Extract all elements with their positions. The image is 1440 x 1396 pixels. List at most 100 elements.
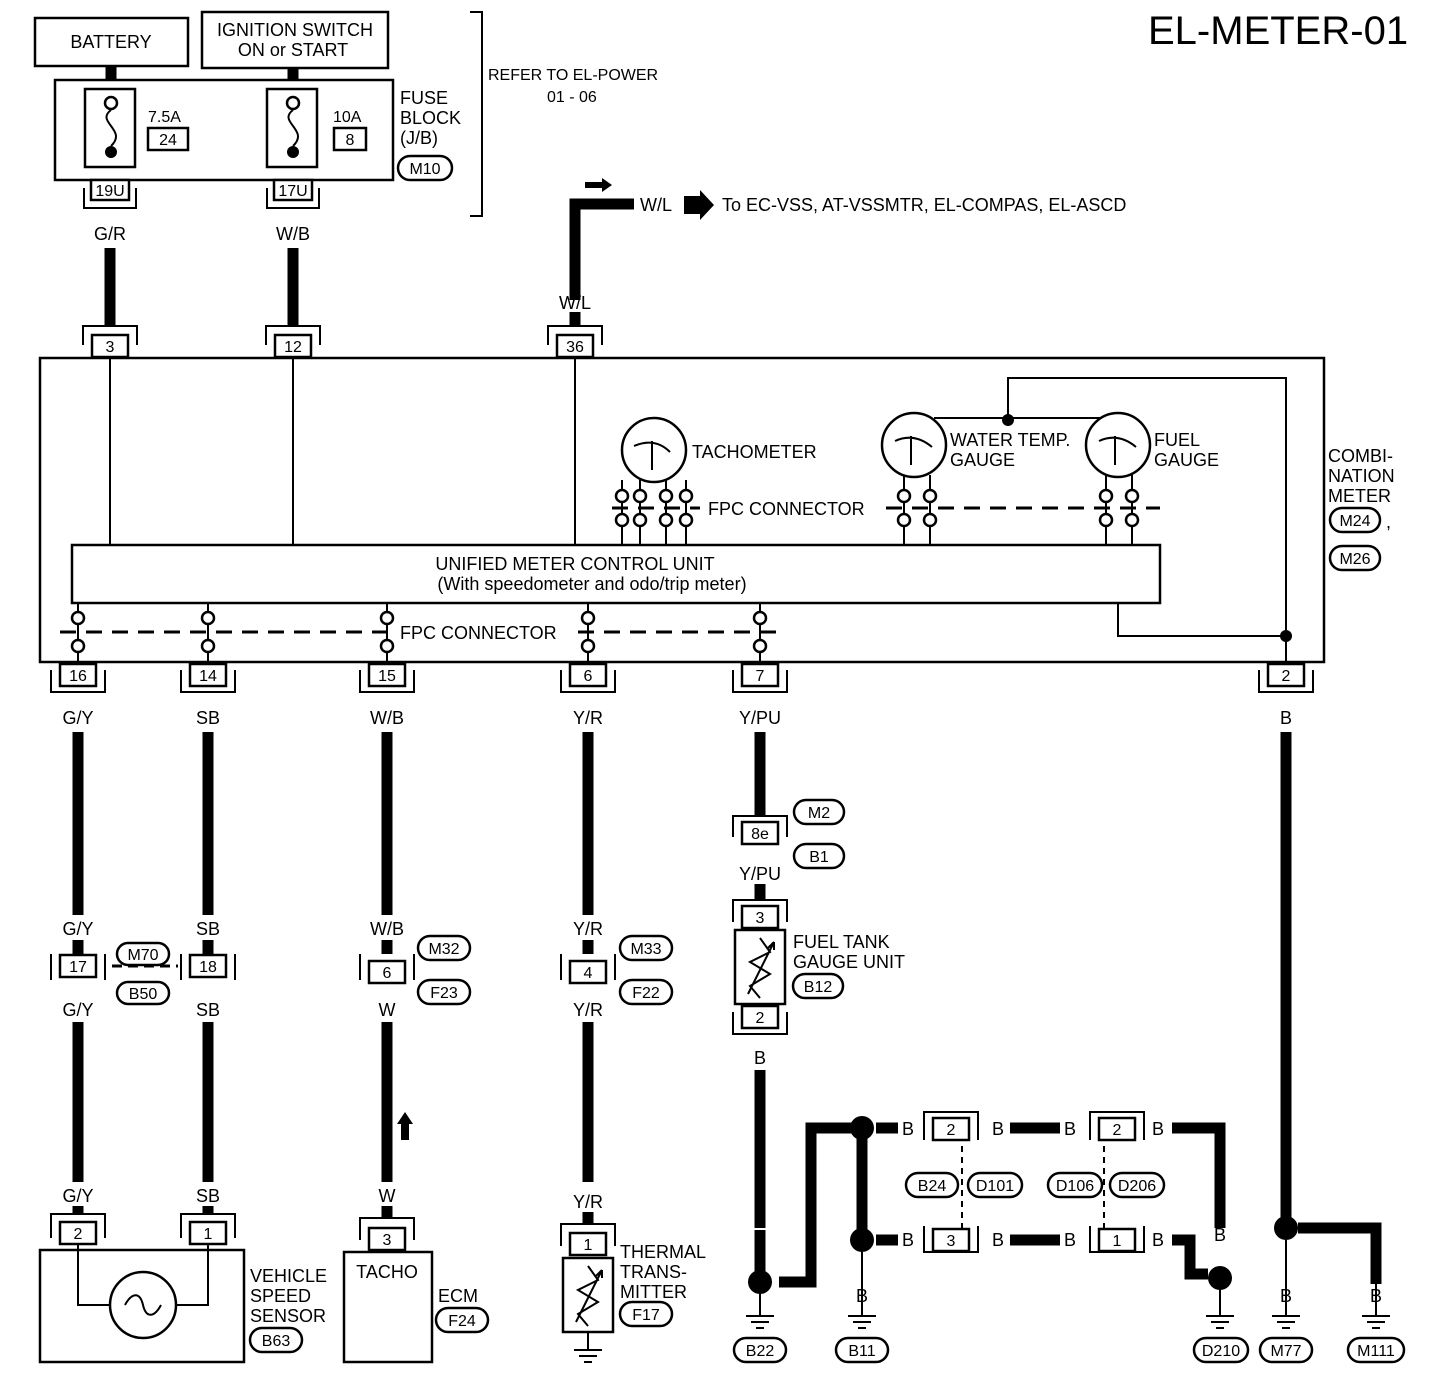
combination-meter-box [38,356,1326,664]
fuse-block-label-1: FUSE [400,88,448,108]
wire-label-wb-top: W/B [276,224,310,244]
vss-destination: To EC-VSS, AT-VSSMTR, EL-COMPAS, EL-ASCD [722,195,1126,215]
ground-wire-label-1: B [902,1119,914,1139]
ecm-connector: F24 [448,1313,476,1330]
svg-text:1: 1 [1113,1233,1122,1250]
connector-18: 18 [199,959,217,976]
svg-text:2: 2 [1282,668,1291,685]
fuel-gauge-label-2: GAUGE [1154,450,1219,470]
connector-6: 6 [383,965,392,982]
ground-wire-label-9: B [754,1230,766,1250]
unified-meter-control-unit [70,543,1162,605]
ignition-label-1: IGNITION SWITCH [217,20,373,40]
lower-fpc-connector [60,603,780,666]
wire-label-wb-1: W/B [370,708,404,728]
fuel-tank-label-2: GAUGE UNIT [793,952,905,972]
wire-label-wb-2: W/B [370,919,404,939]
ecm-tacho: TACHO [356,1262,418,1282]
tachometer-icon [620,416,688,484]
wire-label-gr: G/R [94,224,126,244]
ecm-label: ECM [438,1286,478,1306]
svg-text:3: 3 [947,1233,956,1250]
connector-8e: 8e [751,826,769,843]
ground-icon-m77 [1272,1240,1300,1329]
ignition-box [200,10,390,70]
terminal-19u: 19U [95,183,124,200]
fuse-block-label-3: (J/B) [400,128,438,148]
connector-ref-f22: F22 [632,985,660,1002]
wire-label-sb-4: SB [196,1186,220,1206]
svg-text:2: 2 [947,1122,956,1139]
ground-icon-d210 [1206,1290,1234,1329]
refer-bracket [470,11,483,217]
combination-meter-label-1: COMBI- [1328,446,1393,466]
wire-label-b-1: B [1280,708,1292,728]
wire-label-ypu-1: Y/PU [739,708,781,728]
wire-label-yr-3: Y/R [573,1000,603,1020]
bottom-pin-6: 6 [560,662,616,693]
fuel-tank-connector: B12 [804,979,833,996]
connector-ref-m2: M2 [808,805,830,822]
water-temp-label-1: WATER TEMP. [950,430,1070,450]
upper-fpc-label: FPC CONNECTOR [708,499,865,519]
connector-ref-b50: B50 [129,986,158,1003]
bottom-pin-7: 7 [732,662,788,693]
svg-text:6: 6 [584,668,593,685]
connector-ref-b24: B24 [918,1178,947,1195]
bottom-pin-2: 2 [1258,662,1314,693]
wire-label-sb-3: SB [196,1000,220,1020]
connector-ref-d206: D206 [1118,1178,1156,1195]
wire-label-w-2: W [379,1186,396,1206]
ecm-pin-3: 3 [383,1232,392,1249]
ground-d210: D210 [1202,1343,1240,1360]
wire-label-w-1: W [379,1000,396,1020]
fuse-8-number: 8 [346,132,355,149]
meter-pin-36: 36 [566,339,584,356]
control-unit-label-2: (With speedometer and odo/trip meter) [437,574,746,594]
ground-b22: B22 [746,1343,775,1360]
svg-text:15: 15 [378,668,396,685]
ground-m77: M77 [1270,1343,1301,1360]
wl-label: W/L [559,293,591,313]
connector-ref-m32: M32 [428,941,459,958]
combination-meter-connector-2: M26 [1339,551,1370,568]
bottom-pin-16: 16 [50,662,106,693]
ground-wire-label-4: B [1152,1119,1164,1139]
control-unit-label-1: UNIFIED METER CONTROL UNIT [435,554,714,574]
vss-pin-1: 1 [204,1226,213,1243]
combination-meter-comma: , [1386,512,1391,532]
ground-icon-m111 [1362,1284,1390,1329]
wire-label-gy-3: G/Y [62,1000,93,1020]
ground-icon-b11 [848,1252,876,1329]
thermal-label-3: MITTER [620,1282,687,1302]
wire-label-gy-4: G/Y [62,1186,93,1206]
connector-ref-b1: B1 [809,849,829,866]
water-temp-label-2: GAUGE [950,450,1015,470]
terminal-17u: 17U [278,183,307,200]
connector-4: 4 [584,965,593,982]
wire-label-yr-1: Y/R [573,708,603,728]
wire-label-yr-4: Y/R [573,1192,603,1212]
fuel-tank-label-1: FUEL TANK [793,932,890,952]
connector-ref-d106: D106 [1056,1178,1094,1195]
svg-text:16: 16 [69,668,87,685]
vss-label-2: SPEED [250,1286,311,1306]
arrow-right-icon [684,190,714,220]
thermal-pin-1: 1 [584,1237,593,1254]
vss-label-3: SENSOR [250,1306,326,1326]
fuel-tank-pin-2: 2 [756,1010,765,1027]
upper-fpc-connector [612,475,1160,545]
ground-b11: B11 [848,1343,875,1360]
wire-label-ypu-2: Y/PU [739,864,781,884]
ground-wire-label-3: B [1064,1119,1076,1139]
connector-ref-d101: D101 [976,1178,1014,1195]
combination-meter-connector-1: M24 [1339,513,1370,530]
diagram-title: EL-METER-01 [1148,9,1408,53]
signal-arrow-icon [585,178,612,192]
connector-ref-m33: M33 [630,941,661,958]
junction-connector-2: 2 1 [1089,1111,1145,1253]
fuse-10a-rating: 10A [333,109,362,126]
ignition-label-2: ON or START [238,40,348,60]
thermal-label-2: TRANS- [620,1262,687,1282]
water-temp-gauge-icon [880,411,948,479]
